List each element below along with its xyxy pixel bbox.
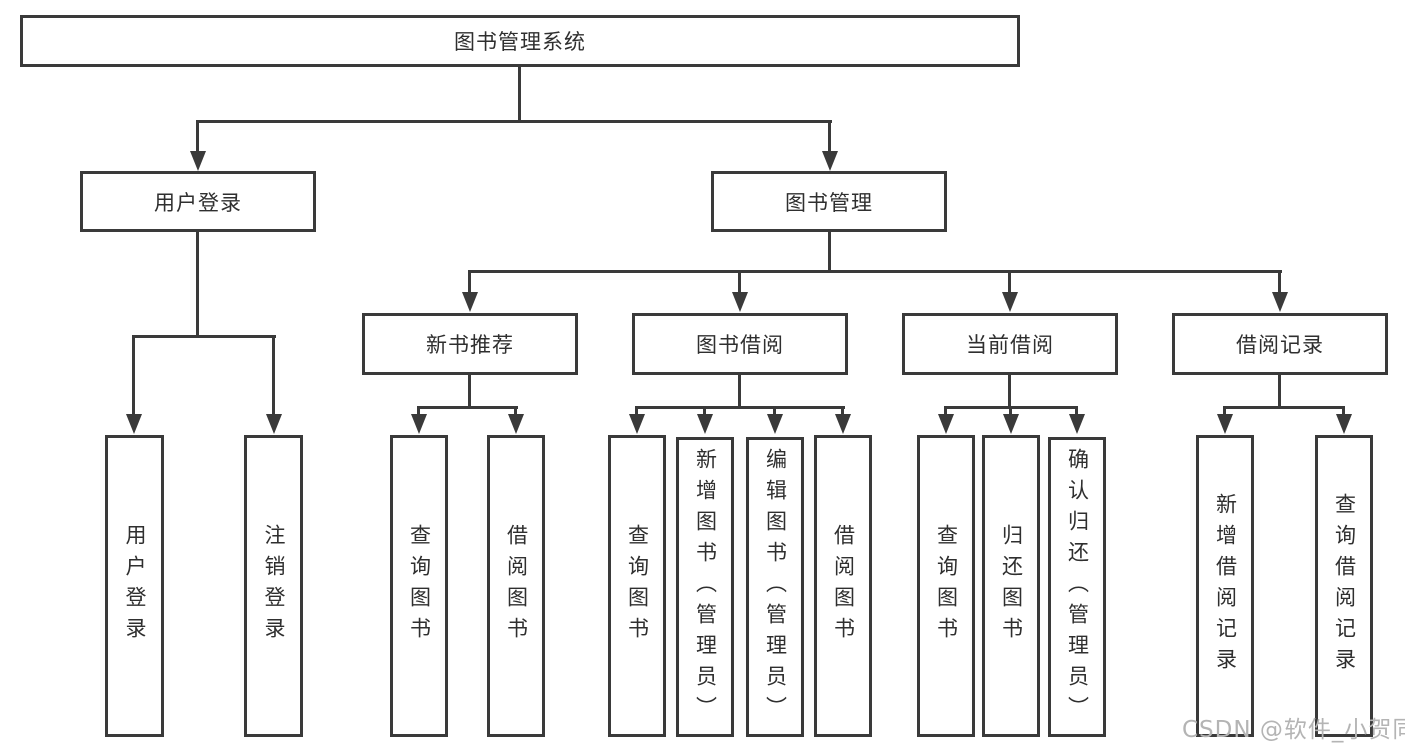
node-label: 确认归还（管理员） — [1065, 447, 1090, 727]
connector-line — [417, 406, 420, 416]
node-label: 新书推荐 — [426, 333, 514, 357]
csdn-watermark: CSDN @软件_小贺同学 — [1182, 717, 1405, 743]
connector-line — [133, 335, 276, 338]
connector-line — [1278, 375, 1281, 409]
connector-line — [272, 335, 275, 416]
leaf-records-add-record: 新增借阅记录 — [1196, 435, 1254, 737]
node-book-borrowing: 图书借阅 — [632, 313, 848, 375]
connector-line — [468, 270, 471, 294]
leaf-current-confirm-return-admin: 确认归还（管理员） — [1048, 437, 1106, 737]
connector-line — [468, 375, 471, 409]
connector-line — [1278, 270, 1281, 294]
node-book-management: 图书管理 — [711, 171, 947, 232]
node-label: 当前借阅 — [966, 333, 1054, 357]
arrow-down-icon — [1336, 414, 1352, 434]
arrow-down-icon — [1003, 414, 1019, 434]
connector-line — [418, 406, 518, 409]
connector-line — [738, 270, 741, 294]
arrow-down-icon — [266, 414, 282, 434]
connector-line — [1008, 270, 1011, 294]
leaf-borrowing-add-book-admin: 新增图书（管理员） — [676, 437, 734, 737]
connector-line — [828, 120, 831, 154]
arrow-down-icon — [462, 292, 478, 312]
leaf-user-login: 用户登录 — [105, 435, 164, 737]
connector-line — [1009, 406, 1012, 416]
connector-line — [773, 406, 776, 416]
node-label: 借阅记录 — [1236, 333, 1324, 357]
connector-line — [703, 406, 706, 416]
arrow-down-icon — [835, 414, 851, 434]
node-current-borrowing: 当前借阅 — [902, 313, 1118, 375]
node-label: 归还图书 — [999, 524, 1024, 648]
arrow-down-icon — [732, 292, 748, 312]
arrow-down-icon — [822, 151, 838, 171]
connector-line — [944, 406, 947, 416]
leaf-borrowing-edit-book-admin: 编辑图书（管理员） — [746, 437, 804, 737]
leaf-records-query-record: 查询借阅记录 — [1315, 435, 1373, 737]
connector-line — [1224, 406, 1345, 409]
connector-line — [1008, 375, 1011, 409]
connector-line — [132, 335, 135, 416]
leaf-borrowing-borrow-book: 借阅图书 — [814, 435, 872, 737]
node-label: 注销登录 — [262, 524, 287, 648]
connector-line — [1223, 406, 1226, 416]
node-label: 查询借阅记录 — [1332, 493, 1357, 679]
node-user-login: 用户登录 — [80, 171, 316, 232]
arrow-down-icon — [938, 414, 954, 434]
arrow-down-icon — [697, 414, 713, 434]
node-label: 图书借阅 — [696, 333, 784, 357]
connector-line — [518, 66, 521, 123]
node-borrowing-records: 借阅记录 — [1172, 313, 1388, 375]
connector-line — [469, 270, 1282, 273]
node-label: 用户登录 — [154, 190, 242, 215]
node-label: 借阅图书 — [504, 524, 529, 648]
node-label: 查询图书 — [625, 524, 650, 648]
leaf-current-query-book: 查询图书 — [917, 435, 975, 737]
node-library-system: 图书管理系统 — [20, 15, 1020, 67]
connector-line — [1342, 406, 1345, 416]
arrow-down-icon — [1217, 414, 1233, 434]
leaf-borrowing-query-book: 查询图书 — [608, 435, 666, 737]
arrow-down-icon — [190, 151, 206, 171]
connector-line — [841, 406, 844, 416]
connector-line — [738, 375, 741, 409]
connector-line — [828, 232, 831, 273]
leaf-logout: 注销登录 — [244, 435, 303, 737]
arrow-down-icon — [629, 414, 645, 434]
leaf-recommend-query-book: 查询图书 — [390, 435, 448, 737]
connector-line — [196, 120, 199, 154]
connector-line — [197, 120, 832, 123]
arrow-down-icon — [1272, 292, 1288, 312]
arrow-down-icon — [508, 414, 524, 434]
arrow-down-icon — [767, 414, 783, 434]
node-label: 编辑图书（管理员） — [763, 447, 788, 727]
connector-line — [1075, 406, 1078, 416]
node-new-book-recommend: 新书推荐 — [362, 313, 578, 375]
arrow-down-icon — [1069, 414, 1085, 434]
node-label: 查询图书 — [407, 524, 432, 648]
node-label: 图书管理 — [785, 190, 873, 215]
node-label: 借阅图书 — [831, 524, 856, 648]
leaf-recommend-borrow-book: 借阅图书 — [487, 435, 545, 737]
node-label: 新增图书（管理员） — [693, 447, 718, 727]
node-label: 图书管理系统 — [454, 30, 586, 54]
connector-line — [514, 406, 517, 416]
node-label: 用户登录 — [123, 524, 148, 648]
arrow-down-icon — [1002, 292, 1018, 312]
arrow-down-icon — [126, 414, 142, 434]
arrow-down-icon — [411, 414, 427, 434]
node-label: 查询图书 — [934, 524, 959, 648]
connector-line — [635, 406, 638, 416]
leaf-current-return-book: 归还图书 — [982, 435, 1040, 737]
node-label: 新增借阅记录 — [1213, 493, 1238, 679]
connector-line — [196, 232, 199, 338]
connector-line — [636, 406, 845, 409]
